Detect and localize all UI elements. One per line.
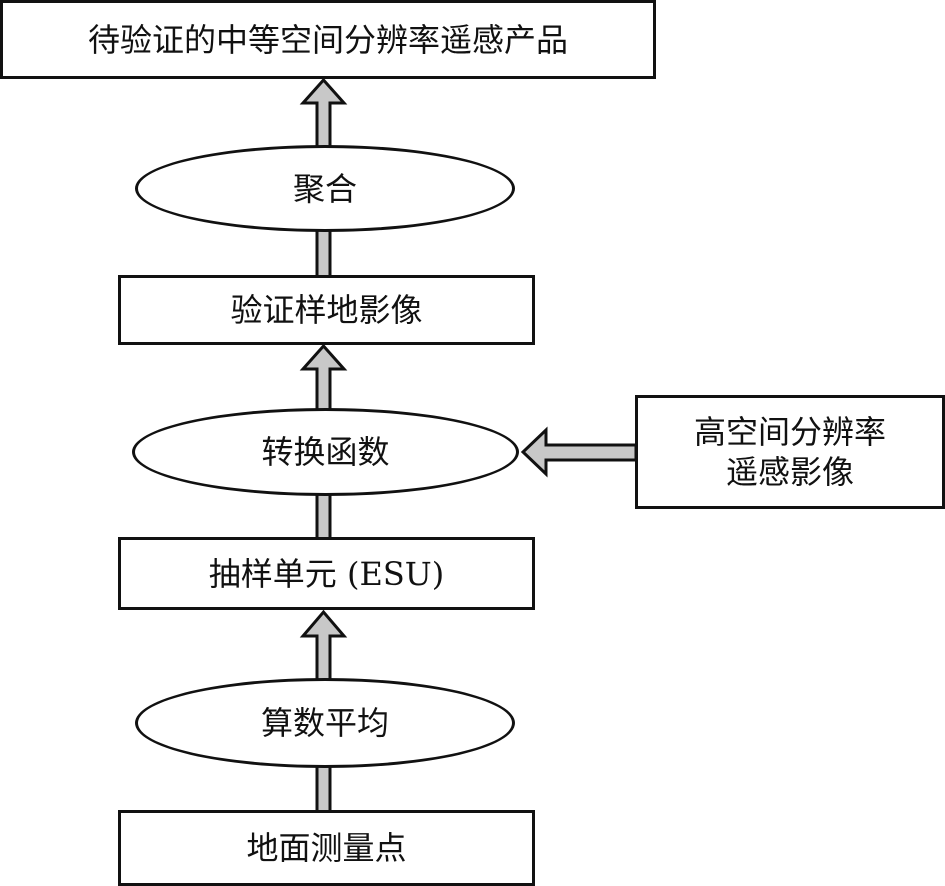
- node-product: 待验证的中等空间分辨率遥感产品: [0, 0, 656, 79]
- connector-esu-to-transfer: [315, 489, 332, 541]
- node-transfer-function: 转换函数: [132, 408, 519, 496]
- node-arith-mean-label: 算数平均: [260, 704, 389, 742]
- node-transfer-function-label: 转换函数: [261, 433, 390, 471]
- connector-ground-to-mean: [315, 763, 332, 815]
- node-high-res-image: 高空间分辨率 遥感影像: [635, 395, 945, 509]
- node-arith-mean: 算数平均: [135, 678, 515, 768]
- arrow-mean-to-esu: [299, 609, 348, 684]
- node-esu: 抽样单元 (ESU): [118, 537, 535, 610]
- node-high-res-label-line1: 高空间分辨率: [693, 413, 886, 451]
- arrow-highres-to-transfer: [520, 426, 638, 478]
- node-aggregate-label: 聚合: [292, 169, 357, 208]
- connector-aggregate-to-site: [315, 227, 332, 279]
- node-product-label: 待验证的中等空间分辨率遥感产品: [87, 20, 568, 59]
- node-high-res-label-line2: 遥感影像: [725, 453, 854, 491]
- node-site-image-label: 验证样地影像: [230, 291, 423, 329]
- node-site-image: 验证样地影像: [118, 275, 535, 345]
- arrow-aggregate-to-product: [299, 77, 348, 152]
- node-aggregate: 聚合: [135, 145, 515, 232]
- node-ground-points-label: 地面测量点: [246, 829, 407, 867]
- arrow-transfer-to-site: [299, 343, 348, 414]
- node-esu-label: 抽样单元 (ESU): [208, 554, 445, 593]
- node-ground-points: 地面测量点: [118, 810, 535, 886]
